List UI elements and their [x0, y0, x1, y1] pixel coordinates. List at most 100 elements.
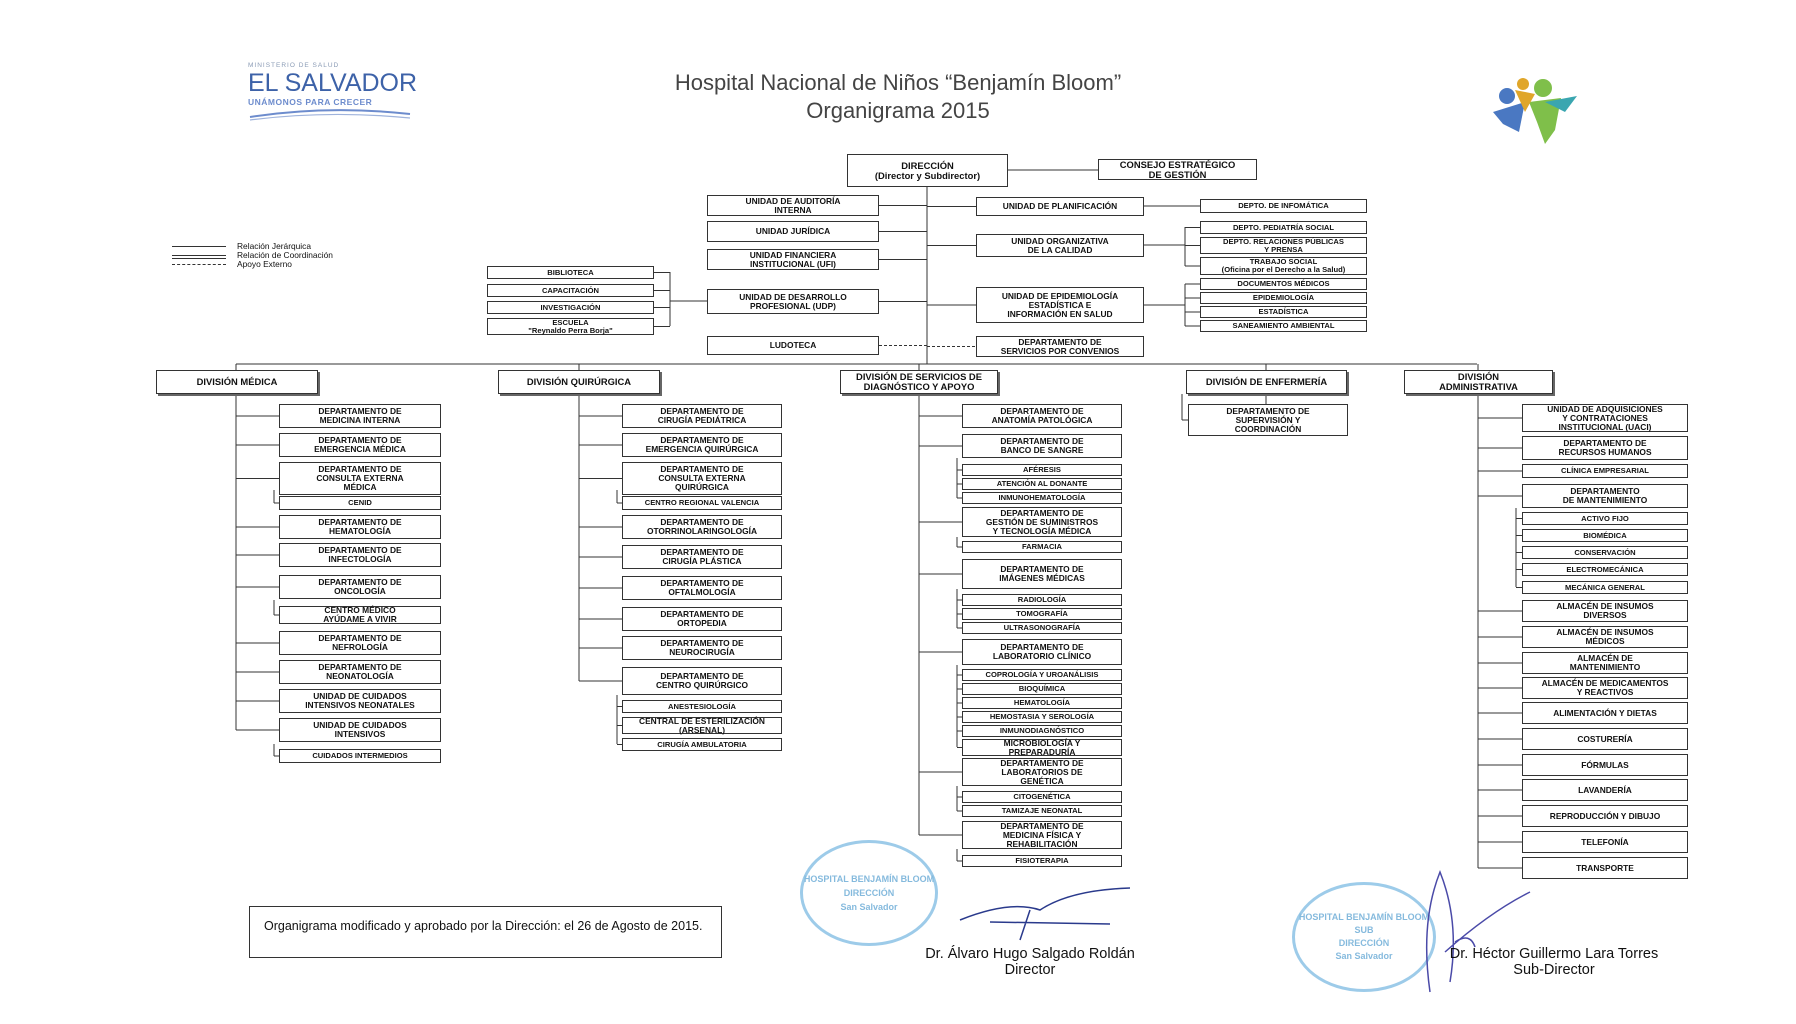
administrativa-item-box: DEPARTAMENTO DE RECURSOS HUMANOS — [1522, 436, 1688, 460]
diagnostico-item-box: TOMOGRAFÍA — [962, 608, 1122, 620]
medica-item-box: DEPARTAMENTO DE INFECTOLOGÍA — [279, 543, 441, 567]
director-name: Dr. Álvaro Hugo Salgado Roldán — [925, 946, 1135, 962]
diagnostico-item-box: HEMATOLOGÍA — [962, 697, 1122, 709]
legend: Relación Jerárquica Relación de Coordina… — [172, 242, 333, 269]
medica-item-box: CENTRO MÉDICO AYÚDAME A VIVIR — [279, 606, 441, 624]
quirurgica-item-box: DEPARTAMENTO DE CIRUGÍA PEDIÁTRICA — [622, 404, 782, 428]
logo-tagline: UNÁMONOS PARA CRECER — [248, 97, 373, 107]
udp-child-box: ESCUELA "Reynaldo Perra Borja" — [487, 318, 654, 335]
administrativa-item-box: BIOMÉDICA — [1522, 529, 1688, 542]
subdirector-name: Dr. Héctor Guillermo Lara Torres — [1449, 946, 1659, 962]
diagnostico-item-box: INMUNOHEMATOLOGÍA — [962, 492, 1122, 504]
diagnostico-item-box: MICROBIOLOGÍA Y PREPARADURÍA — [962, 738, 1122, 756]
calidad-child-box: DEPTO. RELACIONES PÚBLICAS Y PRENSA — [1200, 237, 1367, 254]
left-unit-box: UNIDAD DE AUDITORÍA INTERNA — [707, 195, 879, 216]
udp-child-box: BIBLIOTECA — [487, 266, 654, 279]
diagnostico-item-box: DEPARTAMENTO DE IMÁGENES MÉDICAS — [962, 559, 1122, 589]
administrativa-item-box: ACTIVO FIJO — [1522, 512, 1688, 525]
diagnostico-item-box: BIOQUÍMICA — [962, 683, 1122, 695]
medica-item-box: CUIDADOS INTERMEDIOS — [279, 749, 441, 763]
quirurgica-item-box: ANESTESIOLOGÍA — [622, 700, 782, 713]
right-unit-box: DEPARTAMENTO DE SERVICIOS POR CONVENIOS — [976, 336, 1144, 357]
calidad-child-box: TRABAJO SOCIAL (Oficina por el Derecho a… — [1200, 257, 1367, 275]
diagnostico-item-box: RADIOLOGÍA — [962, 594, 1122, 606]
approval-note: Organigrama modificado y aprobado por la… — [249, 906, 722, 958]
calidad-child-box: DEPTO. PEDIATRÍA SOCIAL — [1200, 221, 1367, 234]
quirurgica-item-box: CENTRO REGIONAL VALENCIA — [622, 496, 782, 510]
page-subtitle: Organigrama 2015 — [806, 98, 990, 123]
children-figures-icon — [1493, 78, 1577, 144]
medica-item-box: DEPARTAMENTO DE EMERGENCIA MÉDICA — [279, 433, 441, 457]
administrativa-item-box: TRANSPORTE — [1522, 857, 1688, 879]
division-box-medica: DIVISIÓN MÉDICA — [156, 370, 318, 394]
diagnostico-item-box: FISIOTERAPIA — [962, 855, 1122, 867]
subdirector-title: Sub-Director — [1513, 962, 1595, 978]
diagnostico-item-box: DEPARTAMENTO DE MEDICINA FÍSICA Y REHABI… — [962, 821, 1122, 849]
division-box-diagnostico: DIVISIÓN DE SERVICIOS DE DIAGNÓSTICO Y A… — [840, 370, 998, 394]
division-box-administrativa: DIVISIÓN ADMINISTRATIVA — [1404, 370, 1553, 394]
quirurgica-item-box: CIRUGÍA AMBULATORIA — [622, 738, 782, 751]
diagnostico-item-box: ULTRASONOGRAFÍA — [962, 622, 1122, 634]
administrativa-item-box: LAVANDERÍA — [1522, 779, 1688, 801]
director-title: Director — [1004, 962, 1056, 978]
quirurgica-item-box: DEPARTAMENTO DE NEUROCIRUGÍA — [622, 636, 782, 660]
consejo-estrategico-box: CONSEJO ESTRATÉGICO DE GESTIÓN — [1098, 159, 1257, 180]
administrativa-item-box: ELECTROMECÁNICA — [1522, 563, 1688, 576]
administrativa-item-box: CLÍNICA EMPRESARIAL — [1522, 464, 1688, 478]
quirurgica-item-box: DEPARTAMENTO DE OTORRINOLARINGOLOGÍA — [622, 515, 782, 539]
planificacion-child-box: DEPTO. DE INFOMÁTICA — [1200, 199, 1367, 213]
medica-item-box: UNIDAD DE CUIDADOS INTENSIVOS NEONATALES — [279, 689, 441, 713]
diagnostico-item-box: DEPARTAMENTO DE GESTIÓN DE SUMINISTROS Y… — [962, 507, 1122, 537]
left-unit-box: UNIDAD FINANCIERA INSTITUCIONAL (UFI) — [707, 249, 879, 270]
director-signature-icon — [959, 887, 1131, 941]
medica-item-box: CENID — [279, 496, 441, 510]
medica-item-box: UNIDAD DE CUIDADOS INTENSIVOS — [279, 718, 441, 742]
division-box-enfermeria: DIVISIÓN DE ENFERMERÍA — [1186, 370, 1347, 394]
epidemiologia-child-box: SANEAMIENTO AMBIENTAL — [1200, 320, 1367, 332]
administrativa-item-box: ALMACÉN DE INSUMOS DIVERSOS — [1522, 600, 1688, 622]
medica-item-box: DEPARTAMENTO DE HEMATOLOGÍA — [279, 515, 441, 539]
medica-item-box: DEPARTAMENTO DE NEONATOLOGÍA — [279, 660, 441, 684]
director-signature-block: Dr. Álvaro Hugo Salgado Roldán Director — [900, 946, 1160, 978]
ministry-label: MINISTERIO DE SALUD — [248, 62, 340, 69]
diagnostico-item-box: DEPARTAMENTO DE BANCO DE SANGRE — [962, 434, 1122, 458]
logo-swoosh-icon — [249, 109, 411, 121]
diagnostico-item-box: COPROLOGÍA Y UROANÁLISIS — [962, 669, 1122, 681]
left-unit-box: UNIDAD DE DESARROLLO PROFESIONAL (UDP) — [707, 289, 879, 314]
epidemiologia-child-box: ESTADÍSTICA — [1200, 306, 1367, 318]
udp-child-box: INVESTIGACIÓN — [487, 301, 654, 314]
quirurgica-item-box: DEPARTAMENTO DE ORTOPEDIA — [622, 607, 782, 631]
administrativa-item-box: ALMACÉN DE MEDICAMENTOS Y REACTIVOS — [1522, 677, 1688, 699]
diagnostico-item-box: AFÉRESIS — [962, 464, 1122, 476]
right-unit-box: UNIDAD ORGANIZATIVA DE LA CALIDAD — [976, 234, 1144, 257]
administrativa-item-box: ALMACÉN DE MANTENIMIENTO — [1522, 652, 1688, 674]
enfermeria-item-box: DEPARTAMENTO DE SUPERVISIÓN Y COORDINACI… — [1188, 404, 1348, 436]
legend-item-coordination: Relación de Coordinación — [172, 251, 333, 260]
left-unit-box: UNIDAD JURÍDICA — [707, 221, 879, 242]
medica-item-box: DEPARTAMENTO DE NEFROLOGÍA — [279, 631, 441, 655]
diagnostico-item-box: DEPARTAMENTO DE ANATOMÍA PATOLÓGICA — [962, 404, 1122, 428]
right-unit-box: UNIDAD DE EPIDEMIOLOGÍA ESTADÍSTICA E IN… — [976, 287, 1144, 323]
administrativa-item-box: CONSERVACIÓN — [1522, 546, 1688, 559]
epidemiologia-child-box: EPIDEMIOLOGÍA — [1200, 292, 1367, 304]
page-title: Hospital Nacional de Niños “Benjamín Blo… — [674, 70, 1122, 95]
quirurgica-item-box: DEPARTAMENTO DE CIRUGÍA PLÁSTICA — [622, 545, 782, 569]
subdirector-signature-block: Dr. Héctor Guillermo Lara Torres Sub-Dir… — [1424, 946, 1684, 978]
administrativa-item-box: DEPARTAMENTO DE MANTENIMIENTO — [1522, 484, 1688, 508]
medica-item-box: DEPARTAMENTO DE ONCOLOGÍA — [279, 575, 441, 599]
diagnostico-item-box: DEPARTAMENTO DE LABORATORIO CLÍNICO — [962, 639, 1122, 665]
diagnostico-item-box: CITOGENÉTICA — [962, 791, 1122, 803]
diagnostico-item-box: FARMACIA — [962, 541, 1122, 553]
administrativa-item-box: UNIDAD DE ADQUISICIONES Y CONTRATACIONES… — [1522, 404, 1688, 432]
quirurgica-item-box: DEPARTAMENTO DE CONSULTA EXTERNA QUIRÚRG… — [622, 462, 782, 495]
medica-item-box: DEPARTAMENTO DE MEDICINA INTERNA — [279, 404, 441, 428]
legend-item-external: Apoyo Externo — [172, 260, 333, 269]
diagnostico-item-box: ATENCIÓN AL DONANTE — [962, 478, 1122, 490]
quirurgica-item-box: DEPARTAMENTO DE CENTRO QUIRÚRGICO — [622, 667, 782, 695]
subdirector-signature-icon — [1425, 869, 1531, 993]
quirurgica-item-box: DEPARTAMENTO DE OFTALMOLOGÍA — [622, 576, 782, 600]
administrativa-item-box: ALIMENTACIÓN Y DIETAS — [1522, 702, 1688, 724]
udp-child-box: CAPACITACIÓN — [487, 284, 654, 297]
administrativa-item-box: ALMACÉN DE INSUMOS MÉDICOS — [1522, 626, 1688, 648]
